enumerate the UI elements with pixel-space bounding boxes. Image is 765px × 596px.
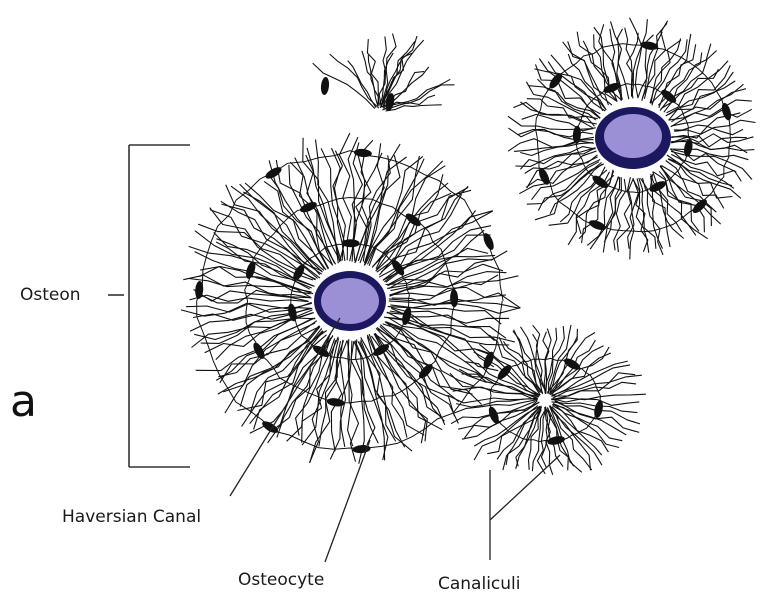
- canaliculus: [551, 399, 639, 406]
- canaliculus: [514, 141, 594, 151]
- osteocyte-lacuna: [342, 239, 360, 247]
- haversian-canal-label: Haversian Canal: [62, 507, 201, 527]
- osteocyte-lacuna: [720, 102, 733, 122]
- osteocyte-lacuna: [593, 400, 605, 419]
- osteocyte-lacuna: [320, 77, 330, 96]
- canaliculus: [659, 44, 696, 108]
- canaliculus: [348, 61, 376, 108]
- canaliculus: [550, 164, 602, 214]
- figure-letter: a: [10, 376, 37, 427]
- osteocyte-lacuna: [299, 200, 319, 215]
- canaliculi-label: Canaliculi: [438, 574, 521, 594]
- osteocyte-lacuna: [450, 289, 458, 307]
- osteocyte-label: Osteocyte: [238, 570, 324, 590]
- canaliculus: [381, 53, 412, 106]
- haversian-canal-secondary: [595, 107, 671, 169]
- haversian-canal-main: [314, 271, 386, 331]
- canaliculus: [671, 151, 752, 179]
- canaliculi-texture: [181, 18, 756, 475]
- canaliculi-leader-2: [490, 455, 560, 520]
- lamellae-rings: [197, 44, 731, 450]
- canaliculus: [386, 105, 442, 111]
- canaliculus: [497, 408, 539, 460]
- osteocyte-leader: [325, 440, 370, 562]
- osteon-bracket: [108, 145, 190, 467]
- canaliculus: [355, 340, 388, 460]
- osteon-label: Osteon: [20, 285, 81, 305]
- osteocyte-lacuna: [264, 165, 284, 181]
- canaliculus: [628, 178, 634, 249]
- canaliculus: [218, 326, 319, 394]
